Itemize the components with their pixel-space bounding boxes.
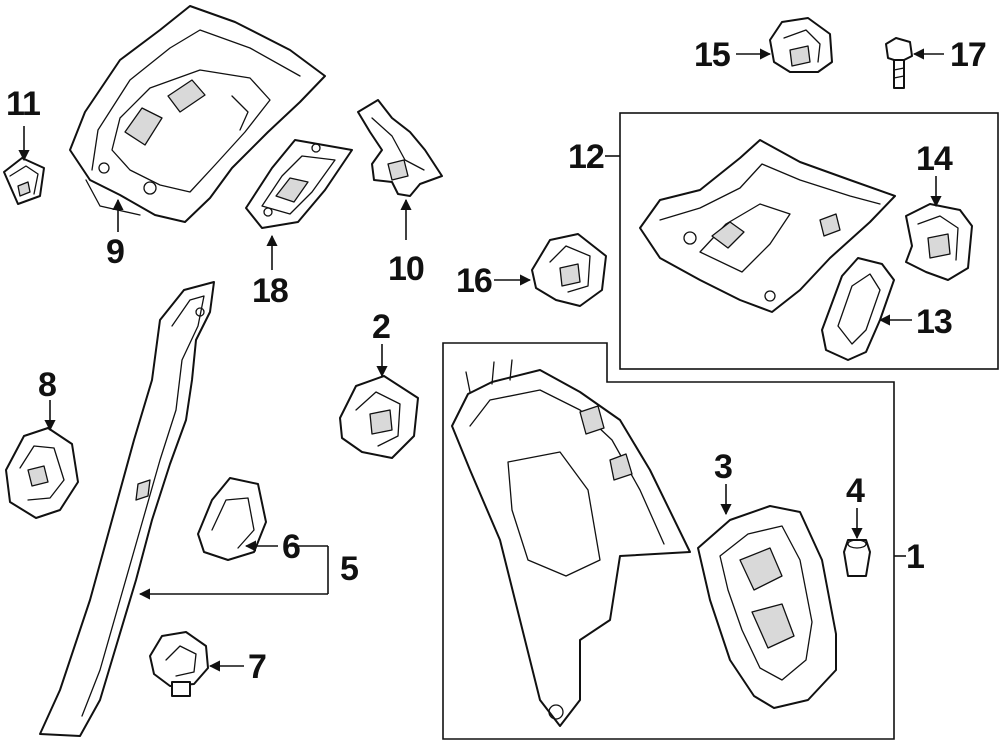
- callout-7: 7: [248, 648, 266, 686]
- group-box-1: [442, 342, 895, 740]
- callout-14: 14: [916, 140, 953, 178]
- part-12-trim: [639, 139, 896, 313]
- callout-16: 16: [456, 262, 492, 300]
- callout-12: 12: [568, 138, 604, 176]
- part-2-clip: [339, 375, 419, 459]
- callout-10: 10: [388, 250, 424, 288]
- part-10-bracket: [357, 99, 443, 197]
- group-box-12: [619, 112, 999, 370]
- part-5-pillar-trim: [39, 281, 215, 737]
- callout-18: 18: [252, 272, 288, 310]
- part-6-clip: [197, 477, 267, 561]
- part-13-cover: [821, 257, 895, 361]
- part-14-bracket: [905, 203, 973, 281]
- callout-8: 8: [38, 366, 56, 404]
- part-8-switch: [5, 427, 79, 519]
- part-17-bolt: [885, 37, 913, 89]
- part-7-fastener: [149, 631, 209, 697]
- part-18-handle: [245, 139, 353, 229]
- part-15-clip: [769, 17, 833, 73]
- callout-17: 17: [950, 36, 986, 74]
- callout-11: 11: [6, 85, 40, 123]
- callout-15: 15: [694, 36, 730, 74]
- part-1-lower-trim: [451, 359, 691, 727]
- part-3-handle: [697, 505, 837, 709]
- callout-13: 13: [916, 303, 952, 341]
- part-9-upper-trim: [69, 5, 326, 223]
- callout-6: 6: [282, 528, 300, 566]
- part-11-clip: [3, 157, 45, 205]
- part-16-clip: [531, 233, 607, 307]
- part-4-pin: [843, 539, 871, 577]
- callout-4: 4: [846, 472, 865, 510]
- callout-5: 5: [340, 550, 358, 588]
- callout-1: 1: [906, 538, 924, 576]
- callout-9: 9: [106, 233, 124, 271]
- callout-2: 2: [372, 308, 390, 346]
- callout-3: 3: [714, 448, 732, 486]
